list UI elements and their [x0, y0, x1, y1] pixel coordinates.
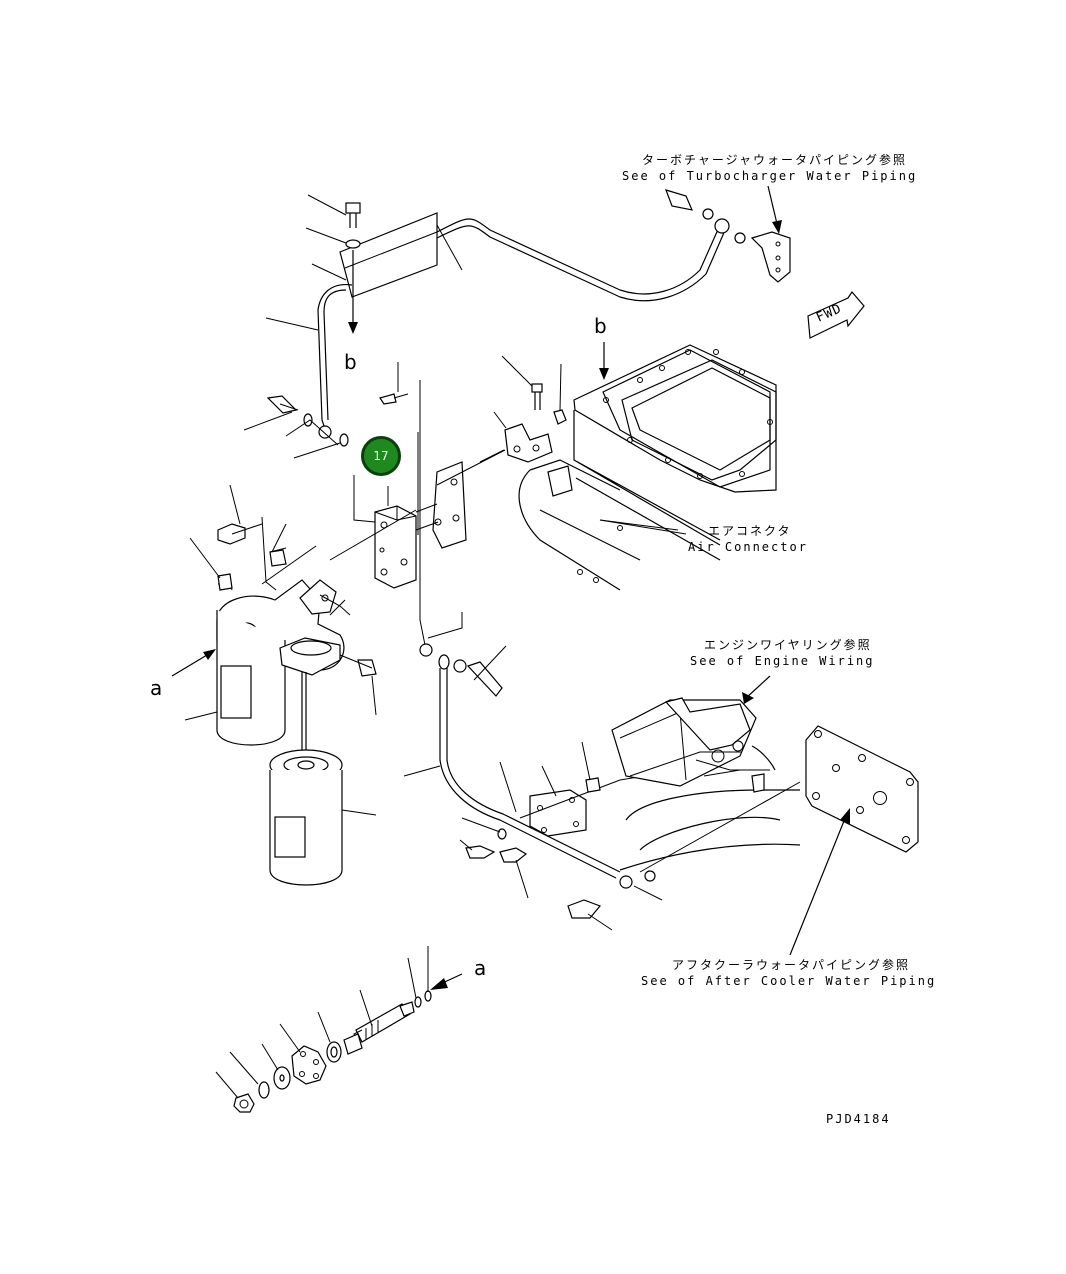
- part-17-label: 17: [373, 449, 389, 463]
- after-cooler-jp: アフタクーラウォータパイピング参照: [672, 958, 911, 972]
- upper-water-pipe: [243, 194, 727, 459]
- engine-wiring-box: [611, 675, 801, 871]
- engine-block: [479, 342, 777, 591]
- drawing-id: PJD4184: [826, 1112, 891, 1126]
- air-connector-leader: [599, 519, 687, 535]
- filter-cartridge: [269, 749, 377, 886]
- after-cooler-en: See of After Cooler Water Piping: [641, 974, 937, 988]
- ref-b-upper-right: b: [594, 314, 607, 338]
- turbo-reference-en: See of Turbocharger Water Piping: [622, 169, 918, 183]
- air-connector-jp: エアコネクタ: [708, 524, 792, 538]
- ref-a-lower: a: [474, 956, 487, 980]
- air-connector-en: Air Connector: [688, 540, 808, 554]
- turbo-reference-jp: ターボチャージャウォータパイピング参照: [642, 153, 908, 167]
- center-block: [329, 362, 506, 646]
- ref-a-left: a: [150, 676, 163, 700]
- exploded-parts: [215, 946, 463, 1113]
- turbo-connection: [665, 185, 865, 339]
- cover-plate: [789, 725, 919, 956]
- engine-wiring-en: See of Engine Wiring: [690, 654, 875, 668]
- lower-water-pipe: [403, 612, 801, 931]
- part-17-badge[interactable]: 17: [361, 436, 401, 476]
- ref-b-upper-left: b: [344, 350, 357, 374]
- engine-wiring-jp: エンジンワイヤリング参照: [704, 638, 872, 652]
- filter-head: [171, 484, 377, 760]
